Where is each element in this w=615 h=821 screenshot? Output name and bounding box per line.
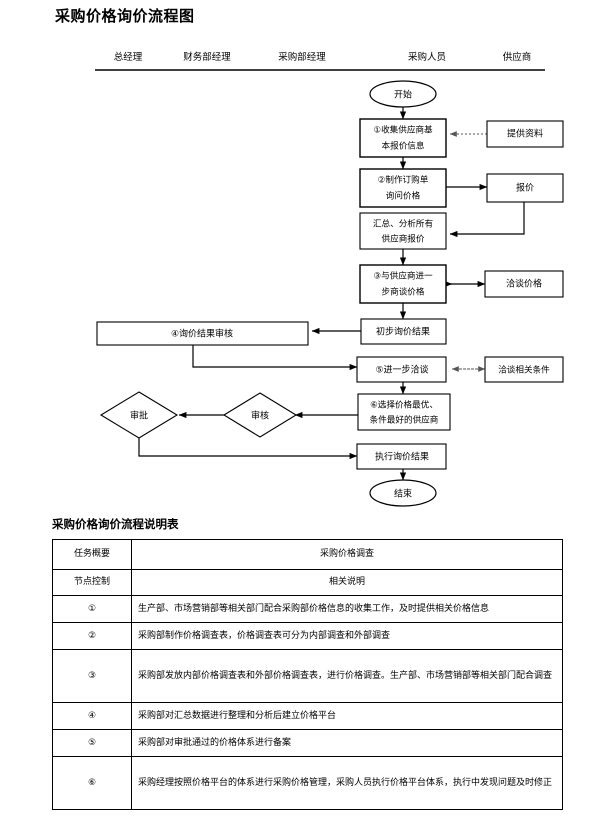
table-cell-value: 相关说明 xyxy=(131,568,563,597)
node-step6-label-line2: 条件最好的供应商 xyxy=(370,414,439,426)
node-execute-inquiry-result[interactable]: 执行询价结果 xyxy=(356,443,447,470)
lane-label-purchasing-manager: 采购部经理 xyxy=(278,51,326,63)
table-cell-value: 采购部对汇总数据进行整理和分析后建立价格平台 xyxy=(131,702,563,731)
table-cell-key: ① xyxy=(52,595,132,624)
table-cell-key: ④ xyxy=(52,702,132,731)
node-step5-further-negotiation[interactable]: ⑤进一步洽谈 xyxy=(356,356,447,383)
node-execute-label: 执行询价结果 xyxy=(375,451,429,463)
node-step3-label-line1: ③与供应商进一 xyxy=(373,270,433,282)
purchase-inquiry-flowchart: 总经理 财务部经理 采购部经理 采购人员 供应商 开始 ①收集供应商基 本报价信… xyxy=(95,51,564,507)
connector-step4-to-step5 xyxy=(192,345,358,371)
node-step1-label-line2: 本报价信息 xyxy=(382,140,425,152)
node-step5-label: ⑤进一步洽谈 xyxy=(375,364,428,376)
node-step3-negotiate-with-supplier[interactable]: ③与供应商进一 步商谈价格 xyxy=(359,264,447,304)
node-summarize-label-line1: 汇总、分析所有 xyxy=(373,218,434,230)
connector-quote-to-summarize xyxy=(449,202,525,238)
table-cell-value: 采购部对审批通过的价格体系进行备案 xyxy=(131,729,563,758)
node-step3-label-line2: 步商谈价格 xyxy=(382,286,425,298)
table-cell-key: ⑥ xyxy=(52,756,132,811)
node-negotiate-terms-label: 洽谈相关条件 xyxy=(498,364,550,376)
table-row: ⑤ 采购部对审批通过的价格体系进行备案 xyxy=(52,729,563,758)
node-step2-label-line1: ②制作订购单 xyxy=(378,174,429,186)
node-step4-label: ④询价结果审核 xyxy=(171,328,233,340)
node-negotiate-price[interactable]: 洽谈价格 xyxy=(484,270,564,298)
table-cell-key: 节点控制 xyxy=(52,568,132,597)
node-step2-label-line2: 询问价格 xyxy=(386,190,421,202)
table-row: ③ 采购部发放内部价格调查表和外部价格调查表，进行价格调查。生产部、市场营销部等… xyxy=(52,649,563,704)
table-cell-key: 任务概要 xyxy=(52,539,132,570)
node-preliminary-result-label: 初步询价结果 xyxy=(376,326,430,338)
node-supply-data-label: 提供资料 xyxy=(507,128,543,140)
node-step6-label-line1: ⑥选择价格最优、 xyxy=(370,399,438,411)
table-cell-value: 采购经理按照价格平台的体系进行采购价格管理，采购人员执行价格平台体系，执行中发现… xyxy=(131,756,563,811)
table-row: 节点控制 相关说明 xyxy=(52,568,563,597)
lane-label-purchasing-staff: 采购人员 xyxy=(408,51,446,63)
node-preliminary-inquiry-result[interactable]: 初步询价结果 xyxy=(360,318,447,345)
node-supply-data[interactable]: 提供资料 xyxy=(486,120,564,148)
table-cell-key: ③ xyxy=(52,649,132,704)
table-cell-key: ② xyxy=(52,622,132,651)
lane-label-supplier: 供应商 xyxy=(503,51,532,63)
node-negotiate-price-label: 洽谈价格 xyxy=(506,278,542,290)
lane-label-general-manager: 总经理 xyxy=(114,51,143,63)
spec-table-title: 采购价格询价流程说明表 xyxy=(52,517,179,531)
table-row: ⑥ 采购经理按照价格平台的体系进行采购价格管理，采购人员执行价格平台体系，执行中… xyxy=(52,756,563,811)
table-cell-value: 采购部制作价格调查表，价格调查表可分为内部调查和外部调查 xyxy=(131,622,563,651)
node-step2-create-order-inquire-price[interactable]: ②制作订购单 询问价格 xyxy=(359,168,447,208)
node-step6-select-best-supplier[interactable]: ⑥选择价格最优、 条件最好的供应商 xyxy=(357,393,451,431)
node-review-label: 审核 xyxy=(251,410,269,422)
process-spec-table: 任务概要 采购价格调查 节点控制 相关说明 ① 生产部、市场营销部等相关部门配合… xyxy=(52,539,563,811)
node-quote[interactable]: 报价 xyxy=(486,173,564,203)
node-quote-label: 报价 xyxy=(516,182,534,194)
lane-label-finance-manager: 财务部经理 xyxy=(183,51,231,63)
node-approve-label: 审批 xyxy=(130,410,148,422)
table-cell-value: 生产部、市场营销部等相关部门配合采购部价格信息的收集工作，及时提供相关价格信息 xyxy=(131,595,563,624)
table-row: ④ 采购部对汇总数据进行整理和分析后建立价格平台 xyxy=(52,702,563,731)
node-negotiate-terms[interactable]: 洽谈相关条件 xyxy=(484,356,564,383)
node-start[interactable]: 开始 xyxy=(369,80,437,108)
node-end-label: 结束 xyxy=(394,488,412,500)
node-step1-label-line1: ①收集供应商基 xyxy=(373,124,433,136)
node-approve-decision[interactable]: 审批 xyxy=(99,391,179,439)
node-start-label: 开始 xyxy=(394,89,412,101)
node-review-decision[interactable]: 审核 xyxy=(222,392,298,438)
table-cell-key: ⑤ xyxy=(52,729,132,758)
node-summarize-label-line2: 供应商报价 xyxy=(382,233,425,245)
table-row: ① 生产部、市场营销部等相关部门配合采购部价格信息的收集工作，及时提供相关价格信… xyxy=(52,595,563,624)
node-step1-collect-supplier-quotes[interactable]: ①收集供应商基 本报价信息 xyxy=(359,118,447,158)
table-row: 任务概要 采购价格调查 xyxy=(52,539,563,570)
node-step4-inquiry-result-review[interactable]: ④询价结果审核 xyxy=(96,321,309,346)
page-title: 采购价格询价流程图 xyxy=(55,7,195,25)
table-cell-value: 采购价格调查 xyxy=(131,539,563,570)
table-cell-value: 采购部发放内部价格调查表和外部价格调查表，进行价格调查。生产部、市场营销部等相关… xyxy=(131,649,563,704)
connector-approve-to-execute xyxy=(138,433,358,460)
table-row: ② 采购部制作价格调查表，价格调查表可分为内部调查和外部调查 xyxy=(52,622,563,651)
node-summarize-analyze-quotes[interactable]: 汇总、分析所有 供应商报价 xyxy=(359,212,447,250)
node-end[interactable]: 结束 xyxy=(369,479,437,507)
